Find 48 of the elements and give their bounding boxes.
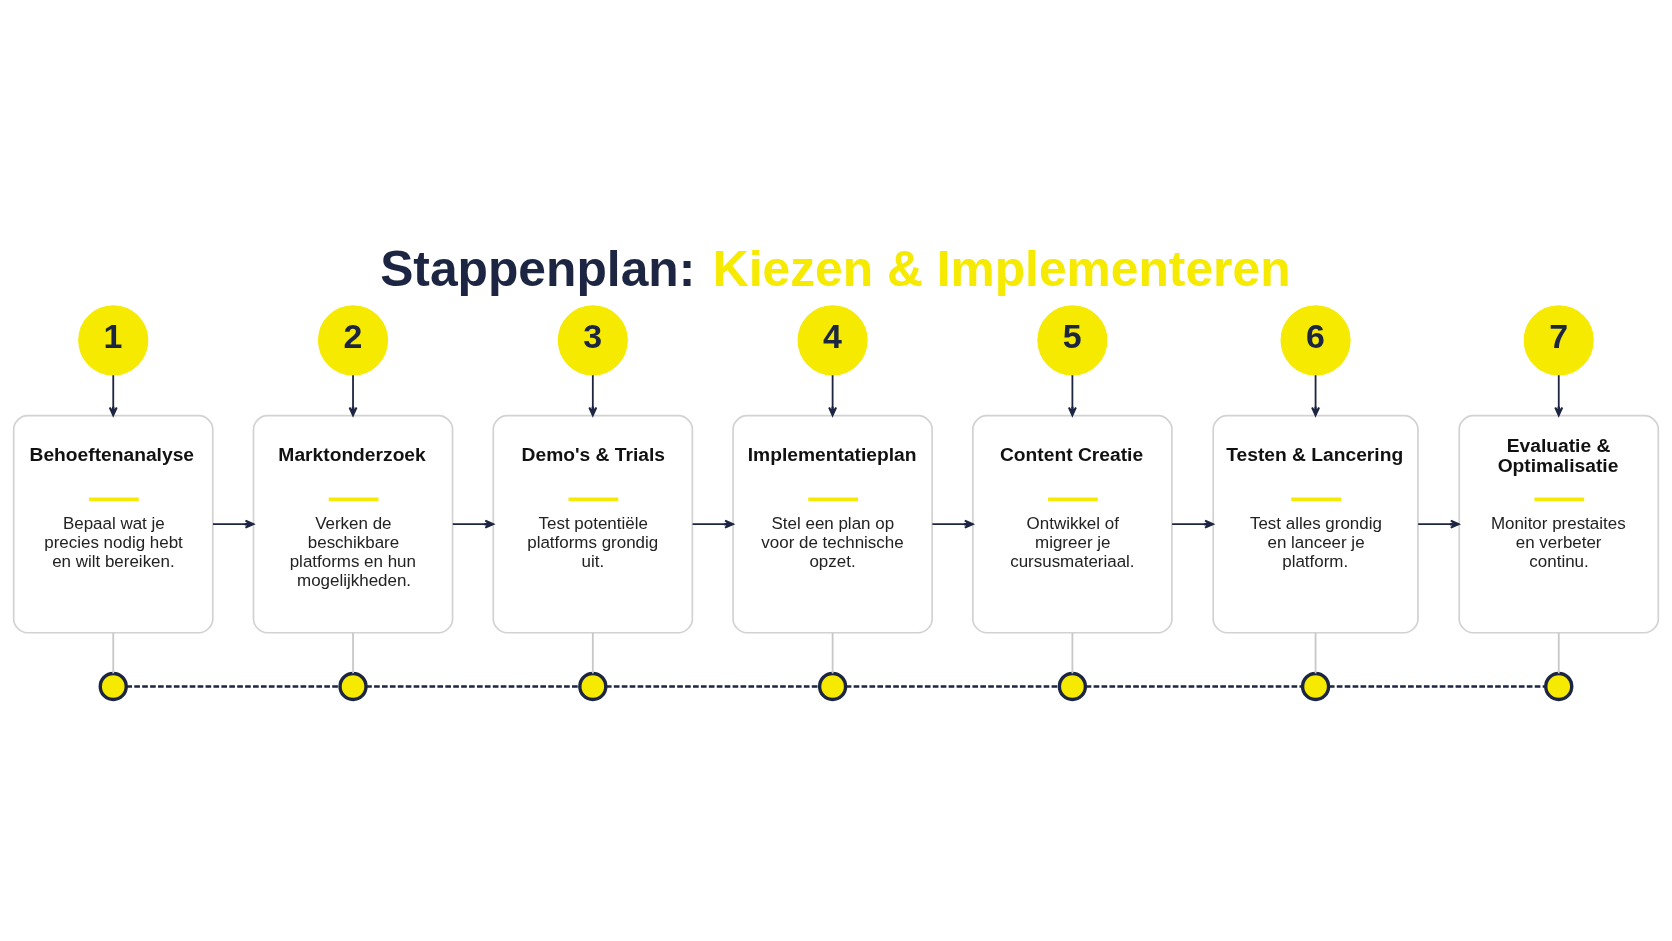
connector [591, 631, 594, 674]
arrow [108, 373, 118, 416]
connector [1314, 631, 1317, 674]
node-box: Marktonderzoek Verken de beschikbare platforms en hun mogelijkheden. [252, 414, 454, 634]
node-circle [1544, 671, 1574, 701]
node-circle [1057, 671, 1088, 701]
node-circle: 4 [797, 304, 868, 375]
node-circle [98, 671, 128, 701]
connector [1085, 684, 1303, 688]
node-box: Content Creatie Ontwikkel of migreer je cursusmateriaal. [972, 414, 1173, 634]
arrow [1417, 519, 1460, 529]
node-box: Demo's & Trials Test potentiële platforms grondig uit. [492, 414, 694, 634]
node-circle: 2 [317, 304, 389, 375]
node-circle: 3 [557, 304, 628, 375]
arrow [1554, 373, 1564, 416]
node-circle [1300, 671, 1331, 701]
arrow [348, 373, 358, 416]
connector [1328, 684, 1546, 688]
node-box: Testen & Lancering Test alles grondig en lanceer je platform. [1212, 414, 1419, 634]
node-circle [338, 671, 368, 701]
node-circle: 7 [1523, 304, 1594, 375]
arrow [1171, 519, 1214, 529]
node-box: Evaluatie & Optimalisatie Monitor prestaites en verbeter continu. [1458, 414, 1660, 634]
connector [366, 684, 580, 688]
connector [831, 631, 834, 674]
node-circle: 1 [78, 304, 149, 375]
node-box: Implementatieplan Stel een plan op voor de technische opzet. [732, 414, 933, 634]
node-circle [817, 671, 848, 701]
connector [845, 684, 1060, 688]
node-circle: 6 [1280, 304, 1351, 375]
arrow [1311, 373, 1321, 416]
arrow [451, 519, 495, 529]
node-box: Behoeftenanalyse Bepaal wat je precies nodig hebt en wilt bereiken. [12, 414, 214, 634]
connector [1557, 631, 1560, 674]
node-circle: 5 [1037, 304, 1108, 375]
connector [352, 631, 354, 674]
connector [112, 631, 115, 674]
arrow [212, 519, 255, 529]
node-circle [578, 671, 608, 701]
arrow [691, 519, 734, 529]
diagram-title: Stappenplan: Kiezen & Implementeren [380, 240, 1291, 297]
arrow [931, 519, 974, 529]
arrow [588, 373, 598, 416]
connector [126, 684, 340, 688]
arrow [1067, 373, 1077, 416]
connector [605, 684, 820, 688]
connector [1071, 631, 1074, 674]
arrow [828, 373, 838, 416]
